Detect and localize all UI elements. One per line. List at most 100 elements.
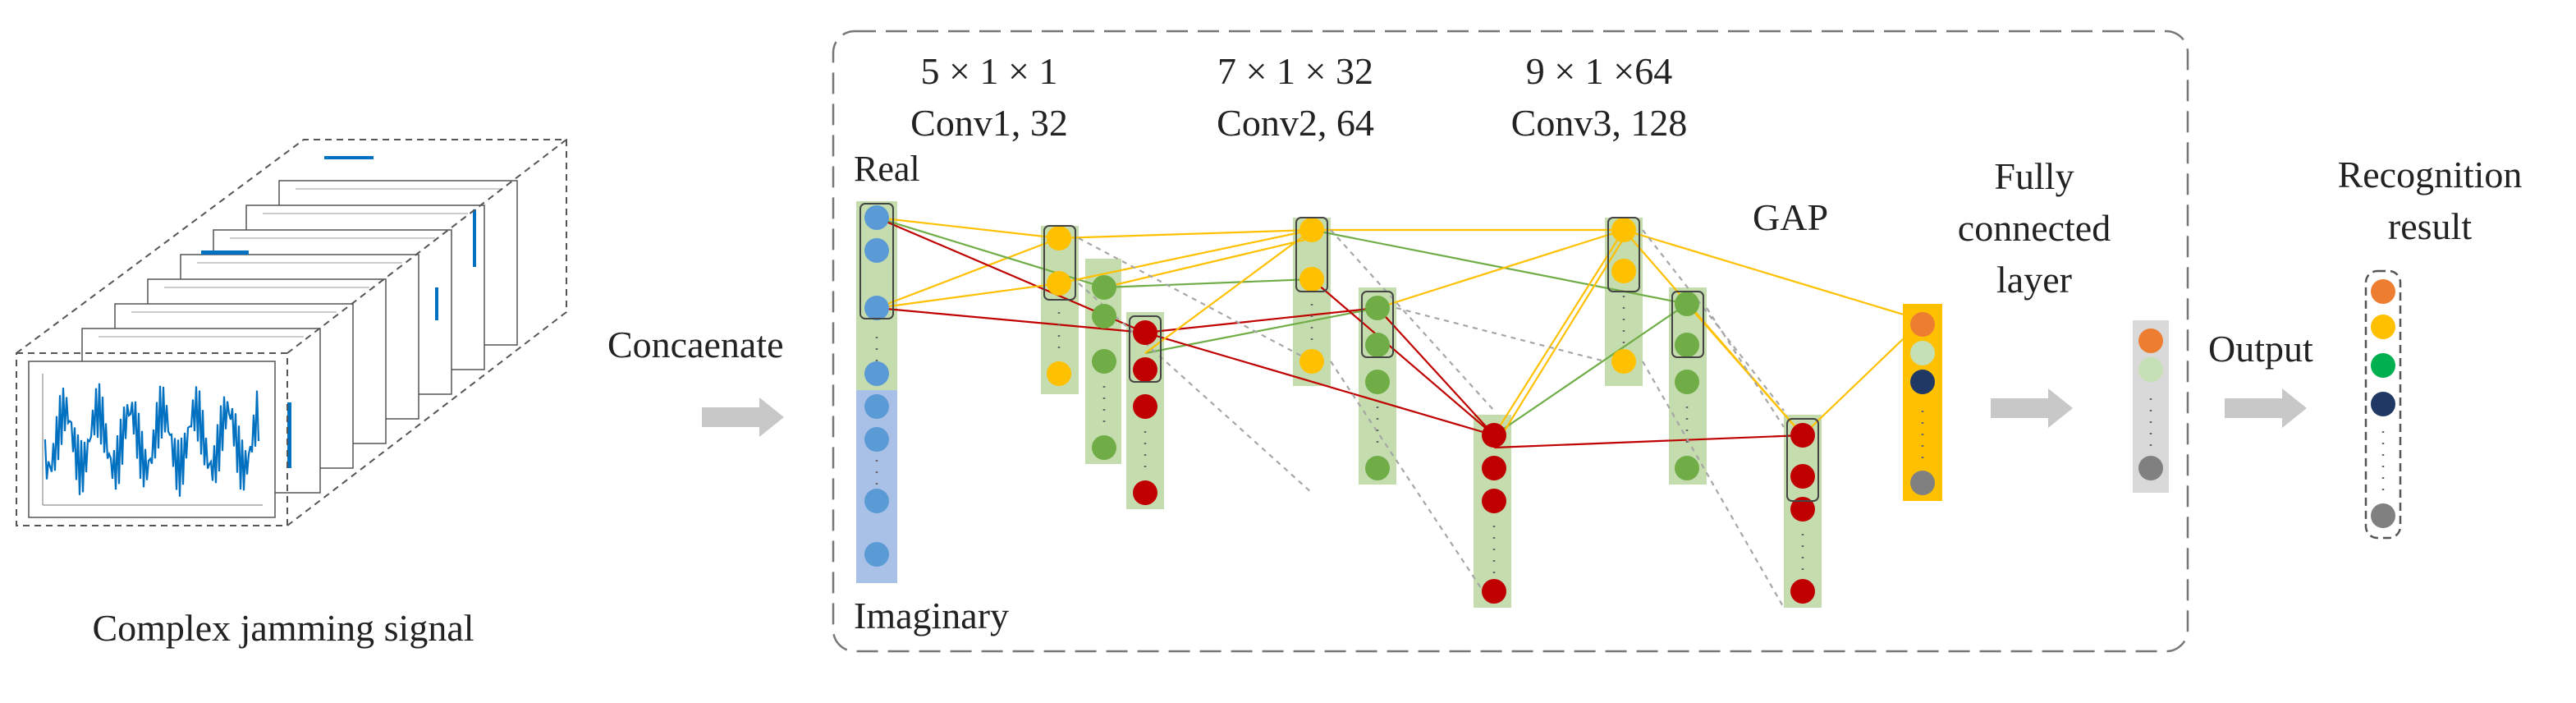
input-node (864, 489, 889, 513)
result-orange-node (2371, 279, 2395, 304)
connection-line (1144, 229, 1313, 354)
output-label: Output (2208, 328, 2313, 370)
conv2-green-node (1365, 456, 1390, 480)
conv1-green-node (1092, 275, 1116, 300)
connection-line (1377, 307, 1495, 436)
signal-waveform (44, 383, 260, 497)
connection-line (1623, 228, 1923, 322)
input-node (864, 542, 889, 567)
conv1-yellow-node (1047, 226, 1071, 250)
conv3-name: Conv3, 128 (1510, 102, 1688, 144)
input-signal-stack (16, 139, 567, 526)
conv2-green-node (1365, 296, 1390, 320)
signal-fragment (287, 402, 291, 468)
conv3-yellow-node (1611, 218, 1636, 242)
signal-fragment (324, 156, 374, 159)
gap-lightgreen-node (1910, 341, 1935, 365)
connection-line (1058, 228, 1313, 285)
input-node (864, 361, 889, 386)
connection-line (1493, 434, 1804, 449)
input-node (864, 296, 889, 320)
dashed-connection (1706, 307, 1785, 428)
conv2-green-node (1365, 333, 1390, 357)
cube-edge (286, 139, 567, 354)
real-label: Real (854, 149, 920, 189)
conv3-red-node (1482, 456, 1506, 480)
conv2-green-node (1365, 370, 1390, 394)
conv1-red-node (1133, 357, 1157, 382)
conv3-green-node (1675, 292, 1699, 316)
conv1-yellow-node (1047, 361, 1071, 386)
gap-navy-node (1910, 370, 1935, 394)
conv3-yellow-node (1611, 349, 1636, 374)
dashed-connection (1078, 283, 1313, 494)
conv1-selection-box (1043, 225, 1076, 301)
signal-fragment (435, 287, 438, 320)
connection-line (876, 282, 1060, 310)
connection-line (1493, 303, 1688, 436)
conv1-red-box (1129, 315, 1162, 383)
input-node (864, 427, 889, 452)
gap-gray-node (1910, 471, 1935, 495)
dashed-connection (1330, 361, 1495, 609)
imaginary-label: Imaginary (854, 595, 1010, 636)
network-frame (832, 30, 2189, 653)
connection-line (876, 216, 1060, 240)
signal-fragment (201, 250, 249, 255)
conv3-red-box (1786, 418, 1819, 502)
conv3-red-node (1482, 423, 1506, 448)
result-gray-node (2371, 503, 2395, 528)
conv1-yellow-node (1047, 271, 1071, 296)
conv3-green-box (1671, 291, 1704, 358)
signal-fragment (473, 209, 476, 267)
connection-line (876, 306, 1146, 334)
fc-label-line3: layer (1996, 259, 2072, 301)
connection-line (1311, 278, 1495, 436)
gap-label: GAP (1753, 196, 1829, 238)
conv3-green-node (1675, 333, 1699, 357)
dashed-connection (1642, 229, 1785, 411)
connection-line (1493, 237, 1625, 448)
conv2-yellow-node (1299, 267, 1324, 292)
conv3-kernel: 9 × 1 ×64 (1525, 50, 1673, 92)
concat-arrow (702, 397, 784, 437)
conv2-kernel: 7 × 1 × 32 (1217, 50, 1373, 92)
conv2-yellow-node (1299, 218, 1324, 242)
dashed-connection (1396, 306, 1606, 363)
conv1-green-node (1092, 304, 1116, 329)
conv3-red-node (1482, 489, 1506, 513)
dashed-connection (1330, 229, 1495, 411)
input-selection-box (859, 203, 894, 319)
concat-label: Concaenate (607, 324, 784, 365)
result-green-node (2371, 353, 2395, 378)
conv3-output-red-node (1790, 464, 1815, 489)
fc-orange-node (2138, 329, 2163, 353)
conv1-name: Conv1, 32 (910, 102, 1068, 144)
conv1-red-node (1133, 320, 1157, 345)
fc-lightgreen-node (2138, 357, 2163, 382)
cube-front-outline (16, 352, 288, 526)
conv3-output-red-node (1790, 423, 1815, 448)
connection-line (1144, 306, 1378, 355)
conv3-output-red-node (1790, 497, 1815, 522)
conv2-yellow-node (1299, 349, 1324, 374)
result-title-line2: result (2387, 205, 2473, 247)
connection-line (1144, 306, 1378, 334)
conv1-green-node (1092, 435, 1116, 460)
connection-line (876, 237, 1060, 310)
fc-arrow (1991, 388, 2073, 428)
input-node (864, 394, 889, 419)
conv3-green-node (1675, 370, 1699, 394)
conv3-selection-box (1607, 217, 1640, 292)
connection-line (1493, 229, 1625, 436)
conv1-green-node (1092, 349, 1116, 374)
dashed-connection (1642, 361, 1785, 609)
conv3-red-node (1482, 579, 1506, 604)
connection-line (1144, 331, 1495, 437)
connection-line (1802, 319, 1923, 436)
conv2-selection-box (1295, 217, 1328, 292)
connection-line (1103, 237, 1313, 289)
conv3-green-node (1675, 456, 1699, 480)
dashed-connection (1078, 237, 1313, 362)
